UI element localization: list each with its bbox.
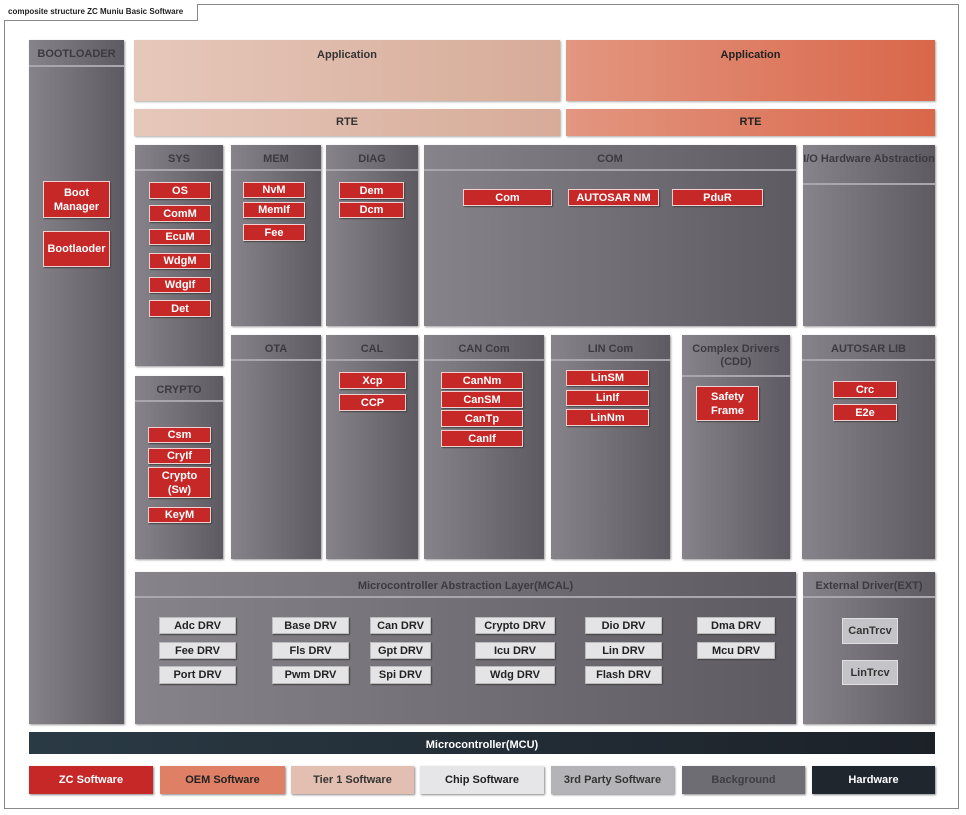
module-crypto-1[interactable]: CryIf <box>148 448 211 464</box>
legend-item: Tier 1 Software <box>291 766 414 794</box>
legend-item: Hardware <box>812 766 935 794</box>
module-mem-2[interactable]: Fee <box>243 224 305 241</box>
bootloader-package[interactable]: BOOTLOADER <box>29 40 124 724</box>
module-mem-0[interactable]: NvM <box>243 182 305 198</box>
external-driver-title: External Driver(EXT) <box>803 572 935 598</box>
diag-package[interactable]: DIAG <box>326 145 418 326</box>
module-com-2[interactable]: PduR <box>672 189 763 206</box>
lin-com-package[interactable]: LIN Com <box>551 335 670 559</box>
complex-drivers-title: Complex Drivers (CDD) <box>682 335 790 377</box>
complex-drivers-package[interactable]: Complex Drivers (CDD) <box>682 335 790 559</box>
diagram-frame <box>4 4 959 809</box>
module-bootloader-0[interactable]: Boot Manager <box>43 181 110 218</box>
module-cal-1[interactable]: CCP <box>339 394 406 411</box>
legend-item: ZC Software <box>29 766 153 794</box>
module-sys-0[interactable]: OS <box>149 182 211 199</box>
bootloader-title: BOOTLOADER <box>29 40 124 67</box>
module-cdd-0[interactable]: Safety Frame <box>696 386 759 421</box>
ext-cantrcv[interactable]: CanTrcv <box>842 618 898 644</box>
mcal-driver[interactable]: Flash DRV <box>585 666 662 684</box>
module-diag-0[interactable]: Dem <box>339 182 404 199</box>
mcal-driver[interactable]: Crypto DRV <box>475 617 555 634</box>
mcal-driver[interactable]: Pwm DRV <box>272 666 349 684</box>
cal-package[interactable]: CAL <box>326 335 418 559</box>
module-can_com-2[interactable]: CanTp <box>441 410 523 427</box>
mcal-driver[interactable]: Lin DRV <box>585 642 662 659</box>
crypto-title: CRYPTO <box>135 376 223 402</box>
legend-item: OEM Software <box>160 766 285 794</box>
com-package[interactable]: COM <box>424 145 796 326</box>
module-lin_com-2[interactable]: LinNm <box>566 409 649 426</box>
application-tier1[interactable]: Application <box>134 40 560 101</box>
module-can_com-3[interactable]: CanIf <box>441 430 523 447</box>
mcal-driver[interactable]: Fee DRV <box>159 642 236 659</box>
mcal-driver[interactable]: Mcu DRV <box>697 642 775 659</box>
module-cal-0[interactable]: Xcp <box>339 372 406 389</box>
mcal-driver[interactable]: Port DRV <box>159 666 236 684</box>
mcal-driver[interactable]: Wdg DRV <box>475 666 555 684</box>
module-sys-5[interactable]: Det <box>149 300 211 317</box>
ota-title: OTA <box>231 335 321 361</box>
module-autosar_lib-1[interactable]: E2e <box>833 404 897 421</box>
module-can_com-1[interactable]: CanSM <box>441 391 523 408</box>
legend-item: Chip Software <box>420 766 544 794</box>
microcontroller-bar[interactable]: Microcontroller(MCU) <box>29 732 935 754</box>
diag-title: DIAG <box>326 145 418 171</box>
module-lin_com-0[interactable]: LinSM <box>566 370 649 386</box>
diagram-title: composite structure ZC Muniu Basic Softw… <box>4 4 199 21</box>
mcal-driver[interactable]: Icu DRV <box>475 642 555 659</box>
mcal-driver[interactable]: Base DRV <box>272 617 349 634</box>
autosar-lib-title: AUTOSAR LIB <box>802 335 935 361</box>
mcal-driver[interactable]: Dio DRV <box>585 617 662 634</box>
application-oem[interactable]: Application <box>566 40 935 101</box>
cal-title: CAL <box>326 335 418 361</box>
lin-com-title: LIN Com <box>551 335 670 361</box>
mcal-driver[interactable]: Gpt DRV <box>370 642 431 659</box>
can-com-package[interactable]: CAN Com <box>424 335 544 559</box>
module-sys-4[interactable]: WdgIf <box>149 277 211 293</box>
module-autosar_lib-0[interactable]: Crc <box>833 381 897 398</box>
mcal-title: Microcontroller Abstraction Layer(MCAL) <box>135 572 796 598</box>
autosar-lib-package[interactable]: AUTOSAR LIB <box>802 335 935 559</box>
sys-title: SYS <box>135 145 223 171</box>
module-mem-1[interactable]: MemIf <box>243 202 305 218</box>
com-title: COM <box>424 145 796 171</box>
mcal-package[interactable]: Microcontroller Abstraction Layer(MCAL) <box>135 572 796 724</box>
mcal-driver[interactable]: Adc DRV <box>159 617 236 634</box>
module-crypto-2[interactable]: Crypto (Sw) <box>148 467 211 498</box>
external-driver-package[interactable]: External Driver(EXT) <box>803 572 935 724</box>
module-com-0[interactable]: Com <box>463 189 552 206</box>
io-hardware-abstraction-title: I/O Hardware Abstraction <box>803 145 935 185</box>
mem-title: MEM <box>231 145 321 171</box>
module-sys-3[interactable]: WdgM <box>149 253 211 269</box>
module-sys-2[interactable]: EcuM <box>149 229 211 245</box>
legend-item: 3rd Party Software <box>551 766 674 794</box>
mcal-driver[interactable]: Fls DRV <box>272 642 349 659</box>
module-sys-1[interactable]: ComM <box>149 205 211 222</box>
legend-item: Background <box>682 766 805 794</box>
rte-oem[interactable]: RTE <box>566 109 935 136</box>
mcal-driver[interactable]: Can DRV <box>370 617 431 634</box>
rte-tier1[interactable]: RTE <box>134 109 560 136</box>
mcal-driver[interactable]: Spi DRV <box>370 666 431 684</box>
module-diag-1[interactable]: Dcm <box>339 202 404 218</box>
module-lin_com-1[interactable]: LinIf <box>566 390 649 406</box>
io-hardware-abstraction-package[interactable]: I/O Hardware Abstraction <box>803 145 935 326</box>
module-can_com-0[interactable]: CanNm <box>441 372 523 389</box>
ota-package[interactable]: OTA <box>231 335 321 559</box>
can-com-title: CAN Com <box>424 335 544 361</box>
module-com-1[interactable]: AUTOSAR NM <box>568 189 659 206</box>
ext-lintrcv[interactable]: LinTrcv <box>842 660 898 685</box>
module-crypto-0[interactable]: Csm <box>148 427 211 443</box>
module-crypto-3[interactable]: KeyM <box>148 507 211 523</box>
module-bootloader-1[interactable]: Bootlaoder <box>43 231 110 267</box>
mcal-driver[interactable]: Dma DRV <box>697 617 775 634</box>
